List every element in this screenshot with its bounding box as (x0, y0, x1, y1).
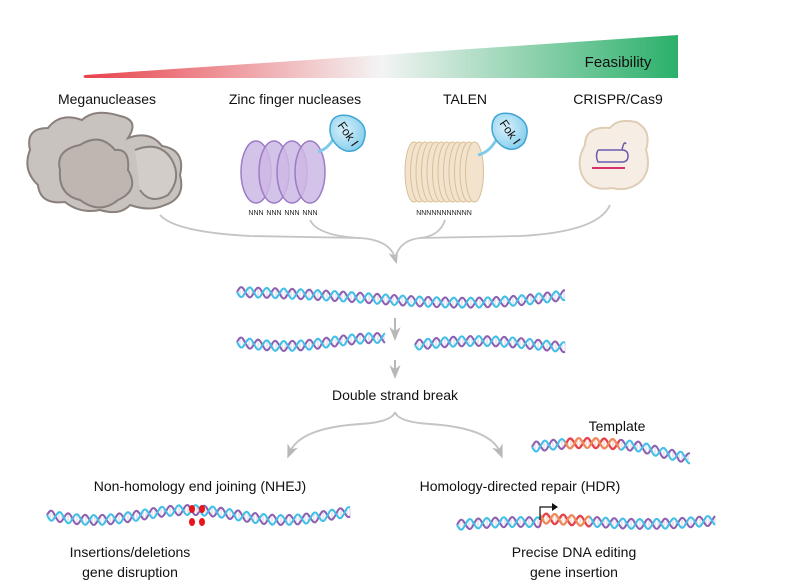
talen-repeat-label: NNNNNNNNNNN (416, 210, 472, 217)
zfn-label: Zinc finger nucleases (229, 91, 361, 107)
meganucleases-label: Meganucleases (58, 91, 156, 107)
feasibility-gradient-wedge (83, 35, 678, 78)
zfn-nnn-2: NNN (266, 210, 281, 217)
talen-label: TALEN (443, 91, 487, 107)
hdr-outcome-line1: Precise DNA editing (512, 544, 637, 560)
dna-nhej (46, 503, 351, 527)
dna-template (531, 436, 691, 465)
hdr-outcome-line2: gene insertion (530, 564, 618, 580)
crispr-label: CRISPR/Cas9 (573, 91, 663, 107)
dsb-label: Double strand break (332, 387, 459, 403)
dna-broken-left (236, 331, 386, 353)
arrow-to-nhej (287, 411, 396, 459)
zfn-nnn-3: NNN (284, 210, 299, 217)
zfn-nnn-1: NNN (248, 210, 263, 217)
promoter-arrow-icon (539, 506, 553, 520)
feasibility-label: Feasibility (585, 54, 652, 71)
talen-protein (404, 141, 484, 203)
dna-broken-right (414, 334, 566, 354)
zfn-nnn-4: NNN (302, 210, 317, 217)
indel-marks (189, 505, 205, 526)
talen-repeat-unit (465, 141, 484, 203)
cas9-protein (578, 119, 649, 191)
dna-intact (236, 286, 566, 309)
arrow-to-hdr (394, 411, 503, 459)
meganuclease-protein (26, 111, 183, 214)
fok-i-domain-talen: Fok I (491, 112, 528, 151)
template-label: Template (589, 418, 646, 434)
hdr-label: Homology-directed repair (HDR) (420, 478, 621, 494)
nhej-label: Non-homology end joining (NHEJ) (94, 478, 306, 494)
nhej-outcome-line1: Insertions/deletions (70, 544, 191, 560)
converging-arrows (159, 204, 611, 265)
fok-i-domain-zfn: Fok I (329, 114, 366, 153)
dna-hdr (456, 512, 716, 531)
nhej-outcome-line2: gene disruption (82, 564, 178, 580)
zinc-finger-protein (240, 140, 326, 204)
